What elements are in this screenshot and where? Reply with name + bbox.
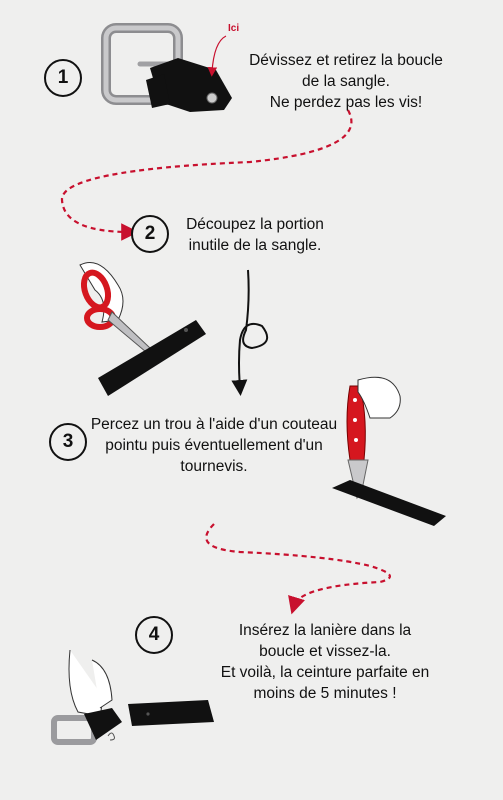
step-4-line-3: Et voilà, la ceinture parfaite en [220,664,430,681]
belt-strip-2 [98,320,206,396]
step-2-number: 2 [131,215,169,253]
step-4-number: 4 [135,616,173,654]
step-3-line-3: tournevis. [180,458,248,475]
step-4-line-2: boucle et vissez-la. [259,643,391,660]
belt-end-illustration [146,58,232,112]
step-1-line-3: Ne perdez pas les vis! [269,94,423,111]
belt-strip-3 [332,480,446,526]
ici-pointer [207,35,227,77]
step-4-line-4: moins de 5 minutes ! [253,685,397,702]
connector-3-4 [205,523,391,615]
ici-label: Ici [228,23,240,34]
step-2-line-1: Découpez la portion [186,216,324,233]
knife-illustration [346,376,401,500]
step-1-number: 1 [44,59,82,97]
step-4-text: Insérez la lanière dans la boucle et vis… [210,620,440,704]
step-2-text: Découpez la portion inutile de la sangle… [170,214,340,256]
step-3-line-2: pointu puis éventuellement d'un [105,437,323,454]
connector-2-3 [231,269,269,396]
step-2-line-2: inutile de la sangle. [188,237,322,254]
step-3-number: 3 [49,423,87,461]
assembly-illustration [51,649,214,745]
step-4-line-1: Insérez la lanière dans la [238,622,412,639]
step-1-line-2: de la sangle. [302,73,390,90]
step-1-text: Dévissez et retirez la boucle de la sang… [240,50,452,113]
step-1-line-1: Dévissez et retirez la boucle [249,52,443,69]
scissors-illustration [79,262,151,353]
step-3-text: Percez un trou à l'aide d'un couteau poi… [88,414,340,477]
connector-1-2 [60,109,353,241]
step-3-line-1: Percez un trou à l'aide d'un couteau [90,416,338,433]
